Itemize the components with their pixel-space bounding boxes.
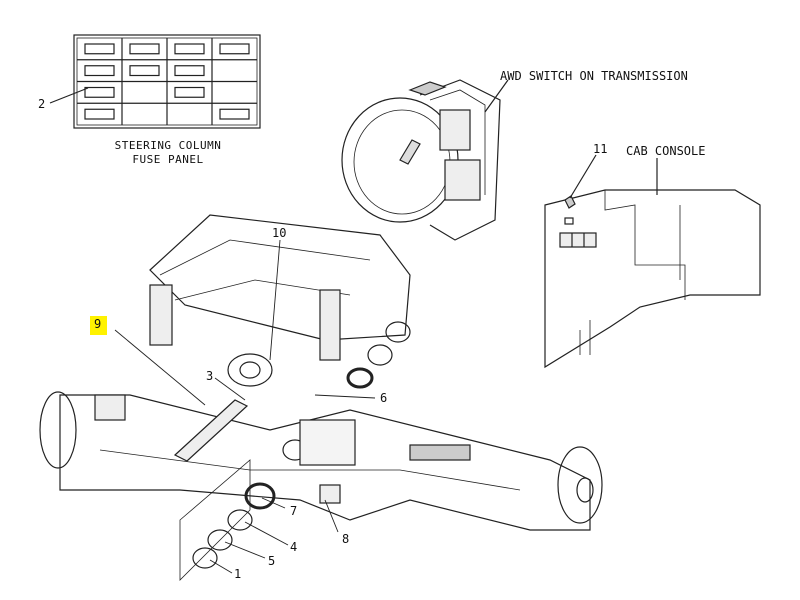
leader-11 [569, 154, 597, 199]
front-axle [39, 391, 603, 531]
caption-line-1: STEERING COLUMN [114, 139, 222, 152]
axle-mount-frame [149, 214, 411, 387]
callout-11: 11 [593, 142, 608, 156]
fuse [219, 108, 250, 120]
leader-awd [484, 79, 509, 113]
fuse [174, 43, 205, 55]
fuse-panel-caption: STEERING COLUMN FUSE PANEL [108, 139, 228, 167]
caption-line-2: FUSE PANEL [132, 153, 204, 166]
fuse [84, 65, 115, 77]
callout-leaders [114, 239, 376, 574]
callout-7: 7 [290, 504, 298, 518]
fuse [174, 86, 205, 98]
fuse [129, 43, 160, 55]
callout-4: 4 [290, 540, 298, 554]
fuse [84, 43, 115, 55]
callout-1: 1 [234, 567, 242, 581]
washers-stack [179, 367, 374, 581]
callout-8: 8 [342, 532, 350, 546]
cab-console [544, 189, 761, 369]
transmission [341, 79, 501, 241]
callout-6: 6 [380, 391, 388, 405]
callout-2: 2 [38, 97, 46, 111]
leader-2 [49, 87, 89, 104]
fuse [129, 65, 160, 77]
fuse-panel [73, 34, 261, 129]
callout-9-highlighted: 9 [90, 316, 108, 335]
callout-10: 10 [272, 226, 287, 240]
cab-console-label: CAB CONSOLE [626, 144, 706, 158]
callout-3: 3 [206, 369, 214, 383]
callout-5: 5 [268, 554, 276, 568]
fuse [84, 108, 115, 120]
awd-switch-label: AWD SWITCH ON TRANSMISSION [500, 69, 688, 83]
fuse [84, 86, 115, 98]
fuse [219, 43, 250, 55]
fuse [174, 65, 205, 77]
